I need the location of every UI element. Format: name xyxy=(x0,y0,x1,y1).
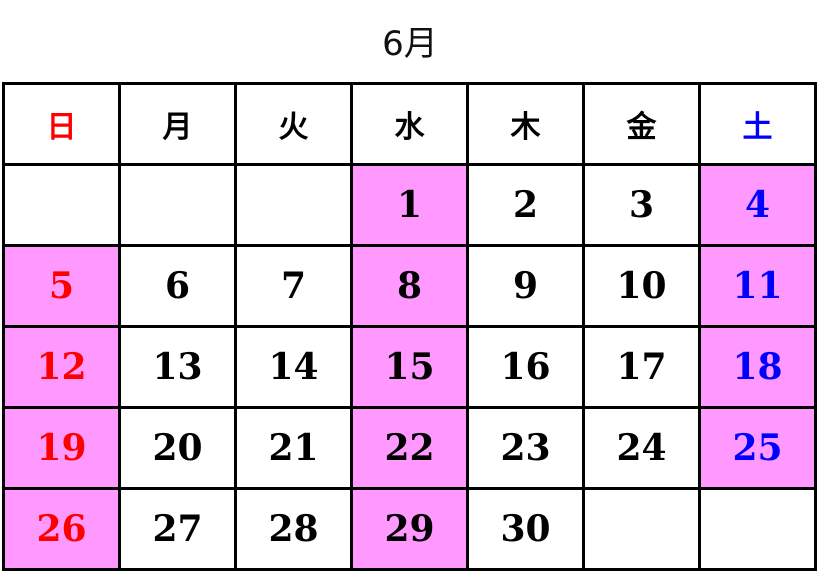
empty-day-cell xyxy=(2,163,121,247)
weekday-sun: 日 xyxy=(2,82,121,166)
weekday-thu: 木 xyxy=(466,82,585,166)
day-cell-tue: 14 xyxy=(234,325,353,409)
weekday-sat: 土 xyxy=(698,82,817,166)
day-cell-fri: 3 xyxy=(582,163,701,247)
day-cell-mon: 13 xyxy=(118,325,237,409)
day-cell-mon: 27 xyxy=(118,487,237,571)
day-cell-sun: 19 xyxy=(2,406,121,490)
day-cell-thu: 2 xyxy=(466,163,585,247)
day-cell-thu: 9 xyxy=(466,244,585,328)
weekday-header-row: 日 月 火 水 木 金 土 xyxy=(2,82,817,166)
weekday-tue: 火 xyxy=(234,82,353,166)
day-cell-fri: 24 xyxy=(582,406,701,490)
day-cell-sun: 26 xyxy=(2,487,121,571)
weekday-mon: 月 xyxy=(118,82,237,166)
weekday-wed: 水 xyxy=(350,82,469,166)
day-cell-wed: 8 xyxy=(350,244,469,328)
day-cell-sat: 25 xyxy=(698,406,817,490)
day-cell-mon: 20 xyxy=(118,406,237,490)
month-title: 6月 xyxy=(382,24,438,64)
day-cell-sat: 4 xyxy=(698,163,817,247)
day-cell-wed: 29 xyxy=(350,487,469,571)
day-cell-tue: 21 xyxy=(234,406,353,490)
day-cell-wed: 15 xyxy=(350,325,469,409)
day-cell-sat: 18 xyxy=(698,325,817,409)
day-cell-sat: 11 xyxy=(698,244,817,328)
day-cell-fri: 17 xyxy=(582,325,701,409)
empty-day-cell xyxy=(118,163,237,247)
empty-day-cell xyxy=(698,487,817,571)
weekday-fri: 金 xyxy=(582,82,701,166)
day-cell-wed: 1 xyxy=(350,163,469,247)
day-cell-sun: 12 xyxy=(2,325,121,409)
day-cell-tue: 7 xyxy=(234,244,353,328)
day-cell-tue: 28 xyxy=(234,487,353,571)
day-cell-thu: 16 xyxy=(466,325,585,409)
day-cell-thu: 23 xyxy=(466,406,585,490)
day-cell-thu: 30 xyxy=(466,487,585,571)
empty-day-cell xyxy=(234,163,353,247)
day-cell-fri: 10 xyxy=(582,244,701,328)
day-cell-wed: 22 xyxy=(350,406,469,490)
day-cell-mon: 6 xyxy=(118,244,237,328)
empty-day-cell xyxy=(582,487,701,571)
day-cell-sun: 5 xyxy=(2,244,121,328)
